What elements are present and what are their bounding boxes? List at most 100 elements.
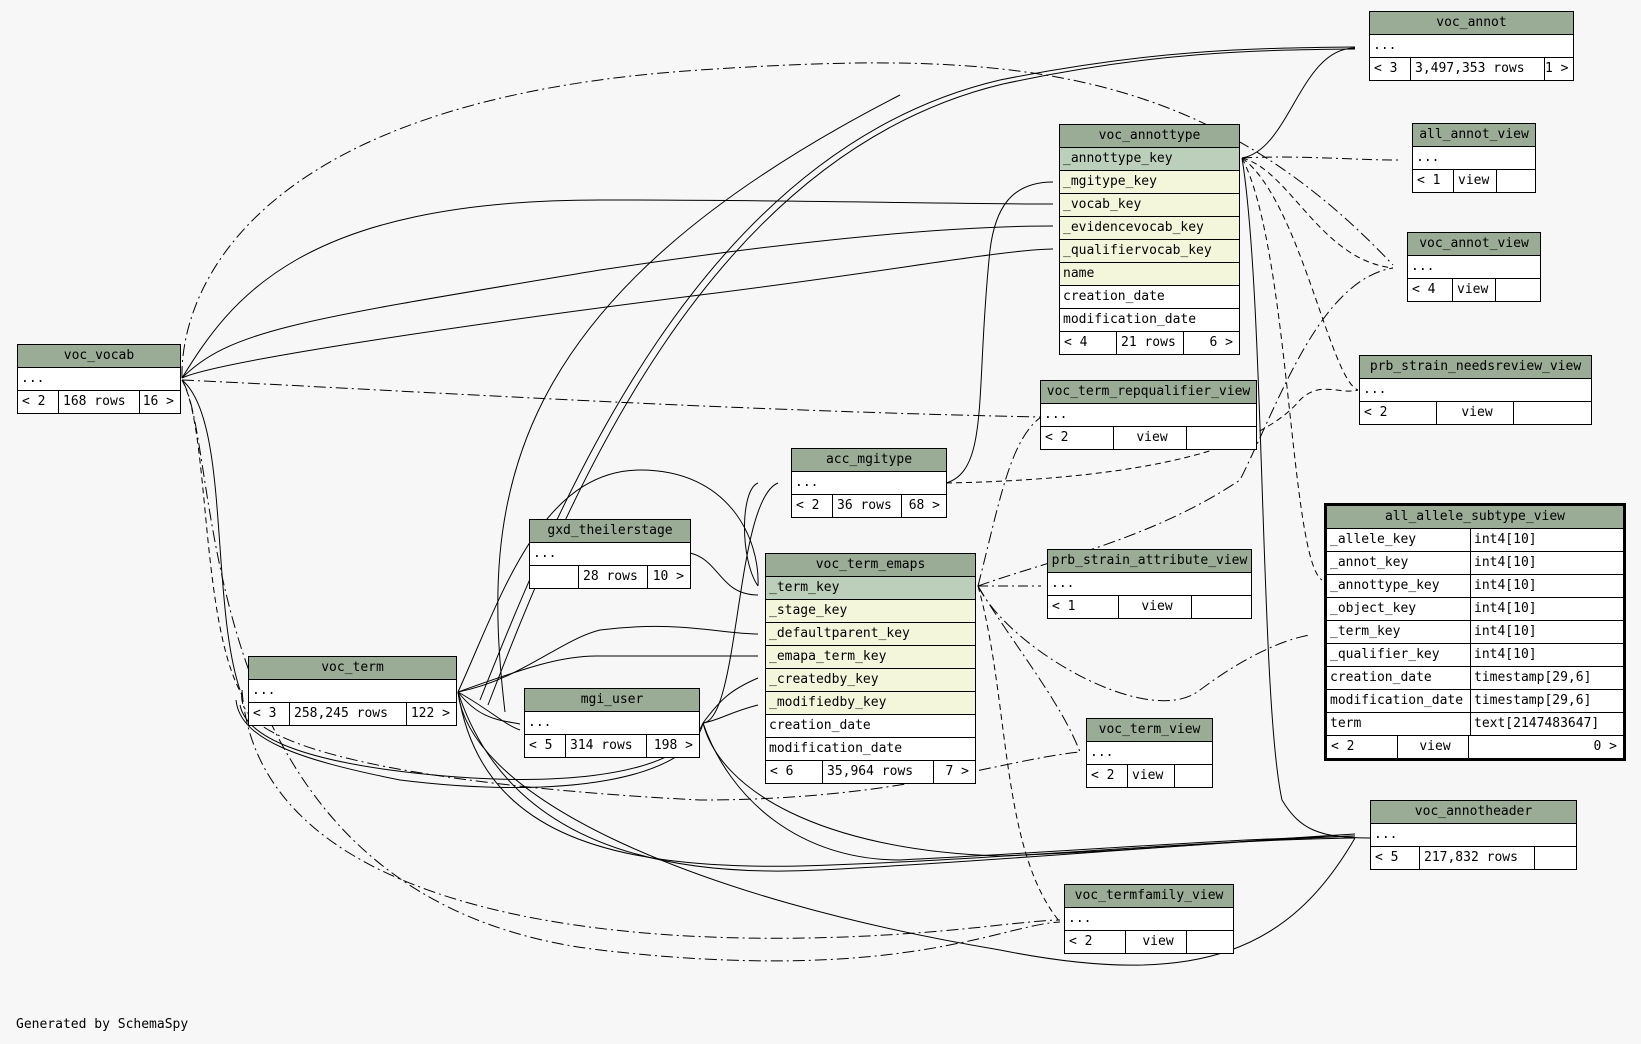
children-count[interactable]: [1192, 596, 1251, 618]
parents-count[interactable]: < 5: [1371, 847, 1420, 869]
row-count: view: [1398, 736, 1469, 758]
column-name: modification_date: [1327, 690, 1471, 712]
table-voc-annotheader[interactable]: voc_annotheader ... < 5 217,832 rows: [1370, 800, 1577, 870]
column-name: term: [1327, 713, 1471, 735]
column-creation-date: creation_date: [766, 715, 975, 738]
column-name: _annot_key: [1327, 552, 1471, 574]
parents-count[interactable]: < 2: [1087, 765, 1128, 787]
column-type: int4[10]: [1474, 601, 1537, 616]
children-count[interactable]: 198 >: [653, 738, 693, 753]
row-count: view: [1453, 279, 1496, 301]
parents-count[interactable]: < 1: [1413, 170, 1454, 192]
table-voc-annot-view[interactable]: voc_annot_view ... < 4 view: [1407, 232, 1541, 302]
children-count[interactable]: 7 >: [945, 764, 969, 779]
table-footer: < 3 258,245 rows 122 >: [249, 703, 456, 725]
column-type: text[2147483647]: [1474, 716, 1600, 731]
table-mgi-user[interactable]: mgi_user ... < 5 314 rows 198 >: [524, 688, 700, 758]
parents-count[interactable]: < 5: [525, 735, 566, 757]
table-footer: < 1 view: [1048, 596, 1251, 618]
row-count: 36 rows: [833, 495, 902, 517]
table-voc-termfamily-view[interactable]: voc_termfamily_view ... < 2 view: [1064, 884, 1234, 954]
children-count[interactable]: 68 >: [908, 498, 940, 513]
table-footer: < 2 view: [1041, 427, 1256, 449]
children-count[interactable]: 122 >: [410, 706, 450, 721]
children-count[interactable]: [1187, 427, 1256, 449]
parents-count[interactable]: < 1: [1048, 596, 1119, 618]
table-voc-vocab[interactable]: voc_vocab ... < 2 168 rows 16 >: [17, 344, 181, 414]
table-gxd-theilerstage[interactable]: gxd_theilerstage ... 28 rows 10 >: [529, 519, 691, 589]
children-count[interactable]: 16 >: [142, 394, 174, 409]
table-footer: < 3 3,497,353 rows 1 >: [1370, 58, 1573, 80]
table-footer: < 2 36 rows 68 >: [792, 495, 946, 517]
parents-count[interactable]: < 2: [1041, 427, 1114, 449]
children-count[interactable]: 6 >: [1209, 335, 1233, 350]
table-footer: < 4 21 rows 6 >: [1060, 332, 1239, 354]
column-row: ...: [1048, 573, 1251, 596]
children-count[interactable]: 1 >: [1545, 61, 1569, 76]
parents-count[interactable]: [530, 566, 579, 588]
column-row: ...: [1413, 147, 1535, 170]
column-name: _qualifier_key: [1327, 644, 1471, 666]
children-count[interactable]: [1496, 279, 1540, 301]
table-voc-annot[interactable]: voc_annot ... < 3 3,497,353 rows 1 >: [1369, 11, 1574, 81]
row-count: 314 rows: [566, 735, 647, 757]
column-type: timestamp[29,6]: [1474, 670, 1592, 685]
column-evidencevocab-key: _evidencevocab_key: [1060, 217, 1239, 240]
parents-count[interactable]: < 4: [1408, 279, 1453, 301]
table-footer: < 4 view: [1408, 279, 1540, 301]
children-count[interactable]: [1514, 402, 1591, 424]
column-defaultparent-key: _defaultparent_key: [766, 623, 975, 646]
table-footer: < 1 view: [1413, 170, 1535, 192]
column-type: int4[10]: [1474, 532, 1537, 547]
column-row: ...: [792, 472, 946, 495]
parents-count[interactable]: < 2: [792, 495, 833, 517]
column-qualifiervocab-key: _qualifiervocab_key: [1060, 240, 1239, 263]
table-name: voc_annottype: [1060, 125, 1239, 148]
column-createdby-key: _createdby_key: [766, 669, 975, 692]
children-count[interactable]: [1497, 170, 1535, 192]
column-vocab-key: _vocab_key: [1060, 194, 1239, 217]
parents-count[interactable]: < 4: [1060, 332, 1117, 354]
parents-count[interactable]: < 2: [18, 391, 59, 413]
children-count[interactable]: 10 >: [652, 569, 684, 584]
row-count: 168 rows: [59, 391, 140, 413]
parents-count[interactable]: < 6: [766, 761, 823, 783]
parents-count[interactable]: < 2: [1065, 931, 1126, 953]
table-acc-mgitype[interactable]: acc_mgitype ... < 2 36 rows 68 >: [791, 448, 947, 518]
parents-count[interactable]: < 3: [249, 703, 290, 725]
table-voc-term-emaps[interactable]: voc_term_emaps _term_key _stage_key _def…: [765, 553, 976, 784]
column-modification-date: modification_date: [1060, 309, 1239, 332]
table-voc-term-view[interactable]: voc_term_view ... < 2 view: [1086, 718, 1213, 788]
children-count[interactable]: [1535, 847, 1576, 869]
column-modification-date: modification_date: [766, 738, 975, 761]
column-name: name: [1060, 263, 1239, 286]
table-footer: 28 rows 10 >: [530, 566, 690, 588]
row-count: 217,832 rows: [1420, 847, 1535, 869]
children-count[interactable]: [1187, 931, 1233, 953]
table-all-annot-view[interactable]: all_annot_view ... < 1 view: [1412, 123, 1536, 193]
table-voc-term[interactable]: voc_term ... < 3 258,245 rows 122 >: [248, 656, 457, 726]
table-name: voc_annotheader: [1371, 801, 1576, 824]
column-row: ...: [530, 543, 690, 566]
table-voc-annottype[interactable]: voc_annottype _annottype_key _mgitype_ke…: [1059, 124, 1240, 355]
row-count: view: [1114, 427, 1187, 449]
children-count[interactable]: [1175, 765, 1212, 787]
table-name: mgi_user: [525, 689, 699, 712]
children-count[interactable]: 0 >: [1593, 739, 1617, 754]
parents-count[interactable]: < 3: [1370, 58, 1411, 80]
parents-count[interactable]: < 2: [1327, 736, 1398, 758]
column-row: ...: [1360, 379, 1591, 402]
parents-count[interactable]: < 2: [1360, 402, 1437, 424]
table-prb-strain-needsreview-view[interactable]: prb_strain_needsreview_view ... < 2 view: [1359, 355, 1592, 425]
column-row: ...: [18, 368, 180, 391]
column-row: ...: [1041, 404, 1256, 427]
row-count: 258,245 rows: [290, 703, 407, 725]
table-prb-strain-attribute-view[interactable]: prb_strain_attribute_view ... < 1 view: [1047, 549, 1252, 619]
row-count: view: [1454, 170, 1497, 192]
table-voc-term-repqualifier-view[interactable]: voc_term_repqualifier_view ... < 2 view: [1040, 380, 1257, 450]
